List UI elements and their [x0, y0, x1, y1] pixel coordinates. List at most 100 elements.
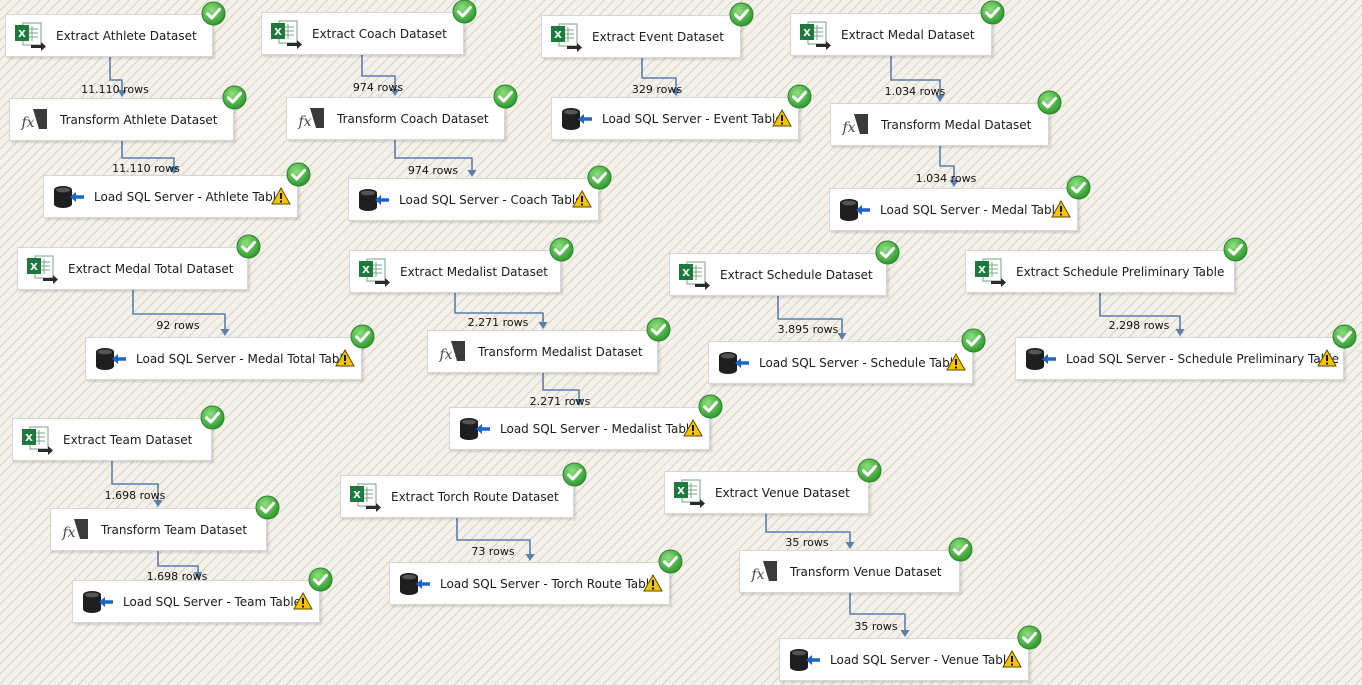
task-load-athlete[interactable]: Load SQL Server - Athlete Table	[43, 175, 298, 218]
task-load-medal[interactable]: Load SQL Server - Medal Table	[829, 188, 1078, 231]
task-load-medalist[interactable]: Load SQL Server - Medalist Table	[449, 407, 710, 450]
excel-source-icon: X	[12, 18, 48, 54]
sql-server-destination-icon	[92, 341, 128, 377]
sql-server-destination-icon	[786, 642, 822, 678]
task-label: Load SQL Server - Event Table	[602, 111, 783, 126]
warning-icon[interactable]	[772, 108, 792, 127]
path-arrowhead	[538, 322, 548, 329]
success-check-icon	[222, 85, 247, 110]
svg-text:fx: fx	[297, 114, 311, 130]
row-count-label: 35 rows	[785, 536, 829, 549]
excel-source-icon: X	[268, 16, 304, 52]
success-check-icon	[787, 84, 812, 109]
success-check-icon	[350, 324, 375, 349]
task-extract-coach[interactable]: X Extract Coach Dataset	[261, 12, 464, 55]
task-load-team[interactable]: Load SQL Server - Team Table	[72, 580, 320, 623]
success-check-icon	[658, 549, 683, 574]
row-count-label: 3.895 rows	[777, 323, 839, 336]
task-load-event[interactable]: Load SQL Server - Event Table	[551, 97, 799, 140]
sql-server-destination-icon	[836, 192, 872, 228]
svg-text:X: X	[554, 30, 562, 41]
row-count-label: 1.698 rows	[104, 489, 166, 502]
task-label: Extract Event Dataset	[592, 29, 724, 44]
task-label: Extract Medal Total Dataset	[68, 261, 234, 276]
task-label: Extract Coach Dataset	[312, 26, 447, 41]
success-check-icon	[948, 537, 973, 562]
warning-icon[interactable]	[335, 348, 355, 367]
success-check-icon	[1066, 175, 1091, 200]
success-check-icon	[698, 394, 723, 419]
path-arrowhead	[845, 542, 855, 549]
task-label: Transform Medalist Dataset	[478, 344, 643, 359]
task-load-schedule[interactable]: Load SQL Server - Schedule Table	[708, 341, 973, 384]
success-check-icon	[201, 1, 226, 26]
derived-column-icon: fx	[293, 101, 329, 137]
task-label: Extract Medal Dataset	[841, 27, 975, 42]
task-load-schedprelim[interactable]: Load SQL Server - Schedule Preliminary T…	[1015, 337, 1344, 380]
row-count-label: 2.271 rows	[529, 395, 591, 408]
svg-text:fx: fx	[438, 347, 452, 363]
warning-icon[interactable]	[1002, 649, 1022, 668]
task-extract-event[interactable]: X Extract Event Dataset	[541, 15, 741, 58]
svg-text:X: X	[803, 28, 811, 39]
svg-text:X: X	[18, 29, 26, 40]
task-label: Extract Venue Dataset	[715, 485, 850, 500]
row-count-label: 1.034 rows	[884, 85, 946, 98]
task-label: Transform Venue Dataset	[790, 564, 942, 579]
task-load-venue[interactable]: Load SQL Server - Venue Table	[779, 638, 1029, 681]
success-check-icon	[1037, 90, 1062, 115]
warning-icon[interactable]	[271, 186, 291, 205]
path-arrowhead	[837, 333, 847, 340]
success-check-icon	[857, 458, 882, 483]
success-check-icon	[255, 495, 280, 520]
svg-text:fx: fx	[750, 567, 764, 583]
task-extract-medal[interactable]: X Extract Medal Dataset	[790, 13, 992, 56]
task-load-torch[interactable]: Load SQL Server - Torch Route Table	[389, 562, 670, 605]
row-count-label: 974 rows	[352, 81, 404, 94]
task-label: Load SQL Server - Schedule Table	[759, 355, 961, 370]
task-load-medaltotal[interactable]: Load SQL Server - Medal Total Table	[85, 337, 362, 380]
task-extract-medaltotal[interactable]: X Extract Medal Total Dataset	[17, 247, 248, 290]
success-check-icon	[452, 0, 477, 24]
svg-text:X: X	[25, 433, 33, 444]
excel-source-icon: X	[24, 251, 60, 287]
task-label: Load SQL Server - Schedule Preliminary T…	[1066, 351, 1340, 366]
task-label: Load SQL Server - Athlete Table	[94, 189, 284, 204]
warning-icon[interactable]	[1317, 348, 1337, 367]
excel-source-icon: X	[676, 257, 712, 293]
task-label: Load SQL Server - Torch Route Table	[440, 576, 657, 591]
task-transform-medalist[interactable]: fx Transform Medalist Dataset	[427, 330, 658, 373]
warning-icon[interactable]	[293, 591, 313, 610]
success-check-icon	[1223, 237, 1248, 262]
success-check-icon	[961, 328, 986, 353]
success-check-icon	[562, 462, 587, 487]
task-label: Load SQL Server - Medalist Table	[500, 421, 697, 436]
path-arrowhead	[1175, 329, 1185, 336]
warning-icon[interactable]	[946, 352, 966, 371]
task-label: Extract Medalist Dataset	[400, 264, 548, 279]
warning-icon[interactable]	[643, 573, 663, 592]
task-load-coach[interactable]: Load SQL Server - Coach Table	[348, 178, 599, 221]
path-arrowhead	[900, 630, 910, 637]
task-label: Load SQL Server - Team Table	[123, 594, 302, 609]
warning-icon[interactable]	[683, 418, 703, 437]
warning-icon[interactable]	[572, 189, 592, 208]
svg-text:fx: fx	[841, 120, 855, 136]
task-label: Extract Torch Route Dataset	[391, 489, 559, 504]
success-check-icon	[286, 162, 311, 187]
warning-icon[interactable]	[1051, 199, 1071, 218]
task-transform-venue[interactable]: fx Transform Venue Dataset	[739, 550, 960, 593]
path-arrowhead	[467, 170, 477, 177]
